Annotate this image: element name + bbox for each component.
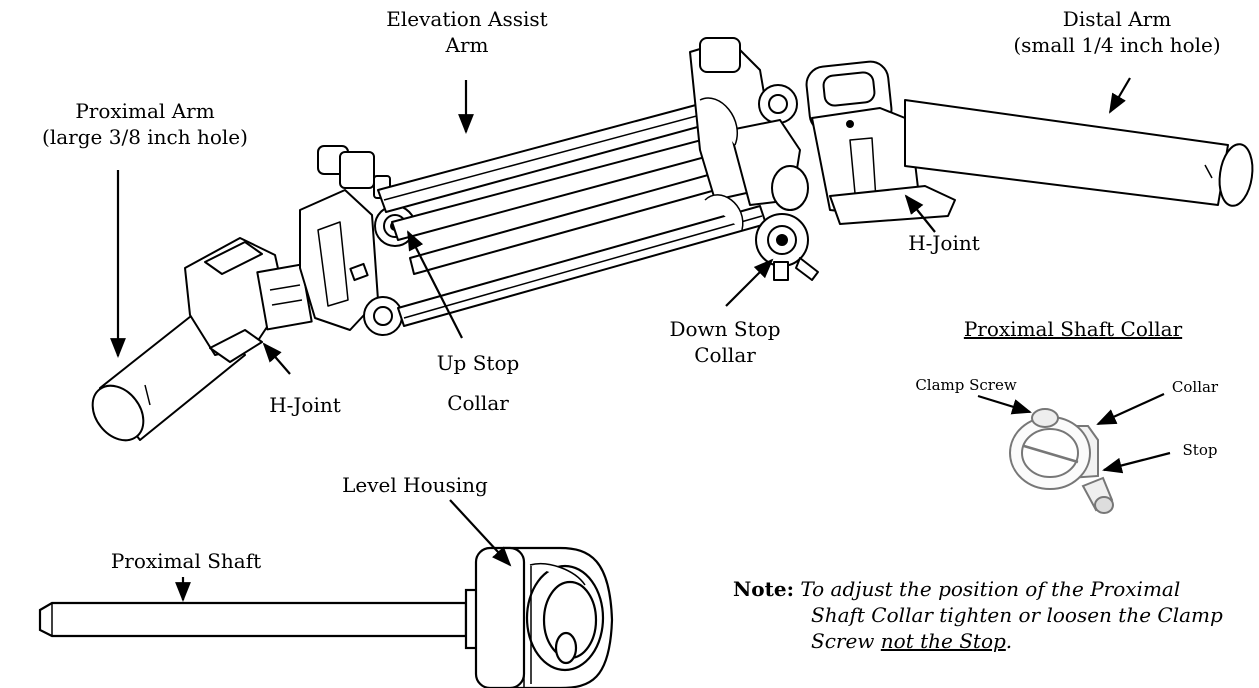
note-text-line2: Shaft Collar tighten or loosen the Clamp <box>811 603 1223 627</box>
elevation-arm-rails <box>377 89 769 327</box>
h-joint-right-arrow <box>904 194 936 233</box>
down-stop-label-line1: Down Stop <box>669 317 781 341</box>
up-stop-label-line1: Up Stop <box>436 351 520 375</box>
leader-arrows <box>110 77 1171 602</box>
distal-label-line1: Distal Arm <box>1062 7 1172 31</box>
note-prefix: Note: <box>733 577 794 601</box>
collar-label: Collar <box>1171 378 1219 396</box>
level-housing-label: Level Housing <box>342 473 488 497</box>
proximal-label-line2: (large 3/8 inch hole) <box>42 125 248 149</box>
stop-arrow <box>1102 451 1171 474</box>
up-stop-collar-label: Up Stop Collar <box>418 350 538 416</box>
elevation-assist-arm-label: Elevation Assist Arm <box>372 6 562 58</box>
note-text-line3: Screw not the Stop. <box>811 629 1013 653</box>
up-stop-arrow <box>407 230 463 339</box>
distal-arm-tube <box>904 99 1254 207</box>
proximal-arm-label: Proximal Arm (large 3/8 inch hole) <box>0 98 290 150</box>
note-text-line1: To adjust the position of the Proximal <box>800 577 1181 601</box>
clamp-screw-label: Clamp Screw <box>915 376 1017 394</box>
elevation-label-line2: Arm <box>445 33 489 57</box>
elevation-label-line1: Elevation Assist <box>386 7 548 31</box>
collar-detail-title: Proximal Shaft Collar <box>963 317 1183 341</box>
h-joint-left-arrow <box>262 342 291 375</box>
h-joint-left-illustration <box>184 237 313 363</box>
adjustment-note: Note: To adjust the position of the Prox… <box>733 576 1259 654</box>
h-joint-right-illustration <box>805 60 956 225</box>
h-joint-right-label: H-Joint <box>908 231 980 255</box>
proximal-label-line1: Proximal Arm <box>75 99 215 123</box>
h-joint-left-label: H-Joint <box>269 393 341 417</box>
down-stop-collar-label: Down Stop Collar <box>650 316 800 368</box>
proximal-shaft-label: Proximal Shaft <box>110 549 262 573</box>
proximal-shaft-illustration <box>38 546 614 688</box>
collar-detail-illustration <box>1009 408 1114 514</box>
level-housing-arrow <box>449 499 512 567</box>
up-stop-label-line2: Collar <box>447 391 509 415</box>
distal-arrow <box>1108 77 1131 114</box>
distal-label-line2: (small 1/4 inch hole) <box>1013 33 1221 57</box>
stop-label: Stop <box>1182 441 1218 459</box>
clamp-screw-arrow <box>977 394 1032 415</box>
arm-assembly-illustration <box>91 37 1254 442</box>
down-stop-arrow <box>725 258 774 307</box>
down-stop-label-line2: Collar <box>694 343 756 367</box>
right-housing-block <box>689 37 819 281</box>
collar-arrow <box>1096 392 1165 426</box>
distal-arm-label: Distal Arm (small 1/4 inch hole) <box>982 6 1252 58</box>
